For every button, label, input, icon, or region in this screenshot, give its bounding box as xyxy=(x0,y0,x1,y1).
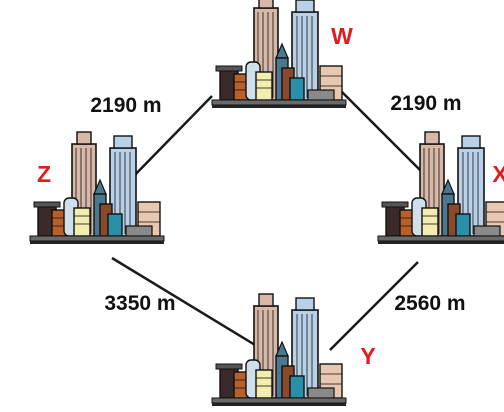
city-label-z: Z xyxy=(37,161,51,187)
city-label-x: X xyxy=(492,161,504,187)
distance-label-w-x: 2190 m xyxy=(390,92,461,115)
city-w-skyline xyxy=(211,0,347,109)
city-label-w: W xyxy=(331,23,353,49)
city-z-skyline xyxy=(29,131,165,245)
road-z-y xyxy=(111,256,261,350)
city-x-skyline xyxy=(377,131,504,245)
city-y-skyline xyxy=(211,293,347,407)
distance-label-x-y: 2560 m xyxy=(394,292,465,315)
road-z-w xyxy=(127,95,213,183)
roads xyxy=(111,87,433,351)
distance-label-z-y: 3350 m xyxy=(104,292,175,315)
city-label-y: Y xyxy=(360,343,375,369)
distance-label-z-w: 2190 m xyxy=(90,94,161,117)
road-x-y xyxy=(329,261,419,351)
road-w-x xyxy=(337,87,433,183)
